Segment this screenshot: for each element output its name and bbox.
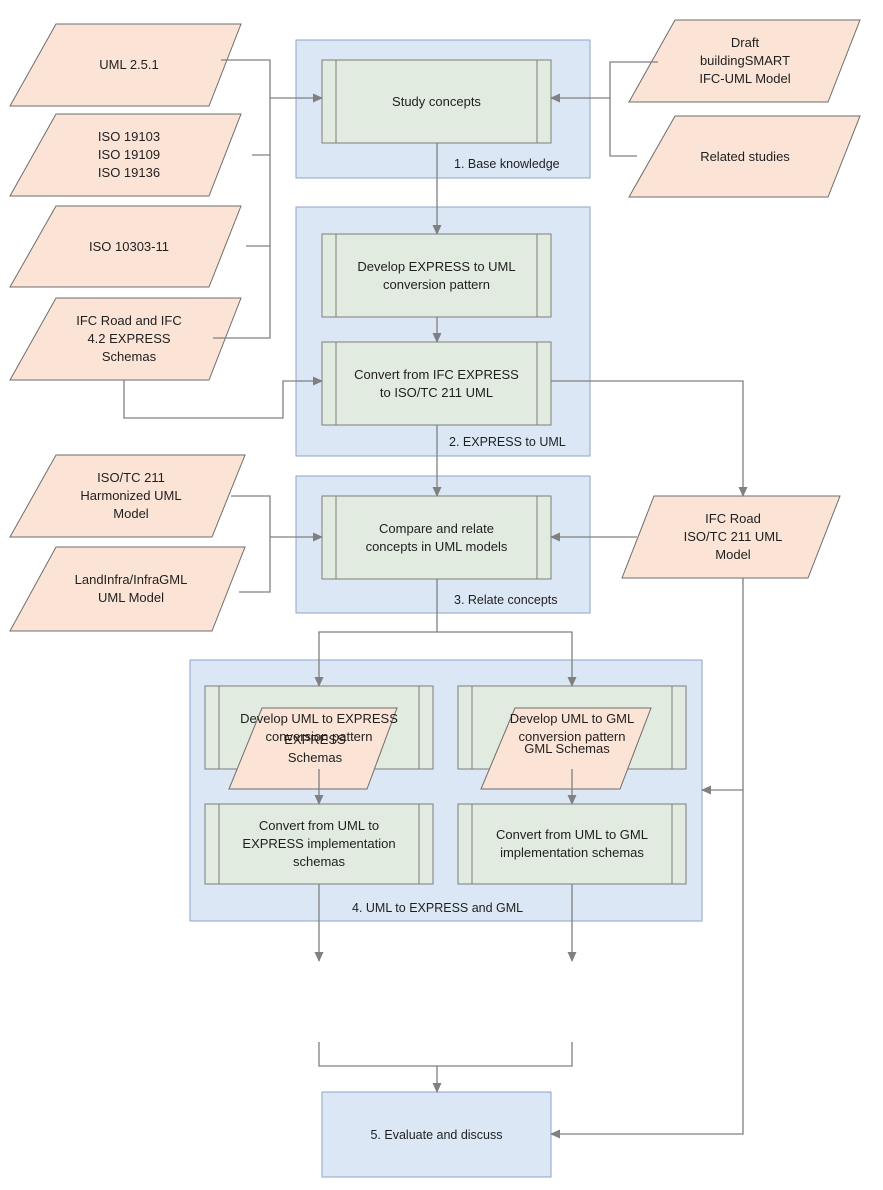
input-iso-10303-11: ISO 10303-11 [89,238,169,254]
process-convert-ifc-express [321,341,552,426]
output-gml-schemas-shape [480,707,652,790]
output-ifc-road-uml: IFC Road ISO/TC 211 UML Model [683,511,783,562]
process-convert-uml-gml-label: Convert from UML to GML implementation s… [496,827,648,860]
process-develop-express-uml [321,233,552,318]
stage-containers [189,39,703,1178]
input-ifc-express-shape [9,297,242,381]
input-uml: UML 2.5.1 [99,57,159,72]
stage-4-label: 4. UML to EXPRESS and GML [352,901,524,915]
input-draft-ifc-uml: Draft buildingSMART IFC-UML Model [699,35,791,86]
input-ifc-road-express: IFC Road and IFC 4.2 EXPRESS Schemas [76,313,182,364]
input-related-studies: Related studies [700,148,790,164]
input-iso-10303-shape [9,205,242,288]
process-boxes [204,59,687,885]
process-develop-express-uml-label: Develop EXPRESS to UML conversion patter… [357,258,516,292]
process-compare-relate-label: Compare and relate concepts in UML model… [365,520,508,554]
stage-5-label: 5. Evaluate and discuss [370,1127,503,1142]
stage-2-label: 2. EXPRESS to UML [449,435,566,449]
output-ifc-road-uml-shape [621,495,841,579]
process-convert-ifc-express-label: Convert from IFC EXPRESS to ISO/TC 211 U… [354,366,519,400]
input-landinfra-uml: LandInfra/InfraGML UML Model [74,572,188,605]
input-related-studies-shape [628,115,861,198]
output-gml-schemas: GML Schemas [524,740,610,756]
stage-3-label: 3. Relate concepts [454,593,558,607]
data-parallelograms [9,19,861,790]
input-uml-shape [9,23,242,107]
process-study-concepts-label: Study concepts [392,93,481,109]
output-express-schemas: EXPRESS Schemas [284,731,346,765]
stage-5-container [321,1091,552,1178]
process-develop-uml-express-label: Develop UML to EXPRESS conversion patter… [240,710,398,744]
process-develop-uml-gml-label: Develop UML to GML conversion pattern [509,710,635,744]
output-express-schemas-shape [228,707,398,790]
input-iso-19103-shape [9,113,242,197]
process-study-concepts [321,59,552,144]
input-iso-19103-19109-19136: ISO 19103 ISO 19109 ISO 19136 [97,129,161,180]
connectors [123,59,748,1139]
input-draft-ifc-uml-shape [628,19,861,103]
input-iso-tc211-harmonized: ISO/TC 211 Harmonized UML Model [80,470,182,521]
stage-1-label: 1. Base knowledge [454,157,560,171]
process-convert-uml-express [204,803,434,885]
input-iso-tc211-shape [9,454,246,538]
process-convert-uml-express-label: Convert from UML to EXPRESS implementati… [242,818,396,869]
input-landinfra-shape [9,546,246,632]
